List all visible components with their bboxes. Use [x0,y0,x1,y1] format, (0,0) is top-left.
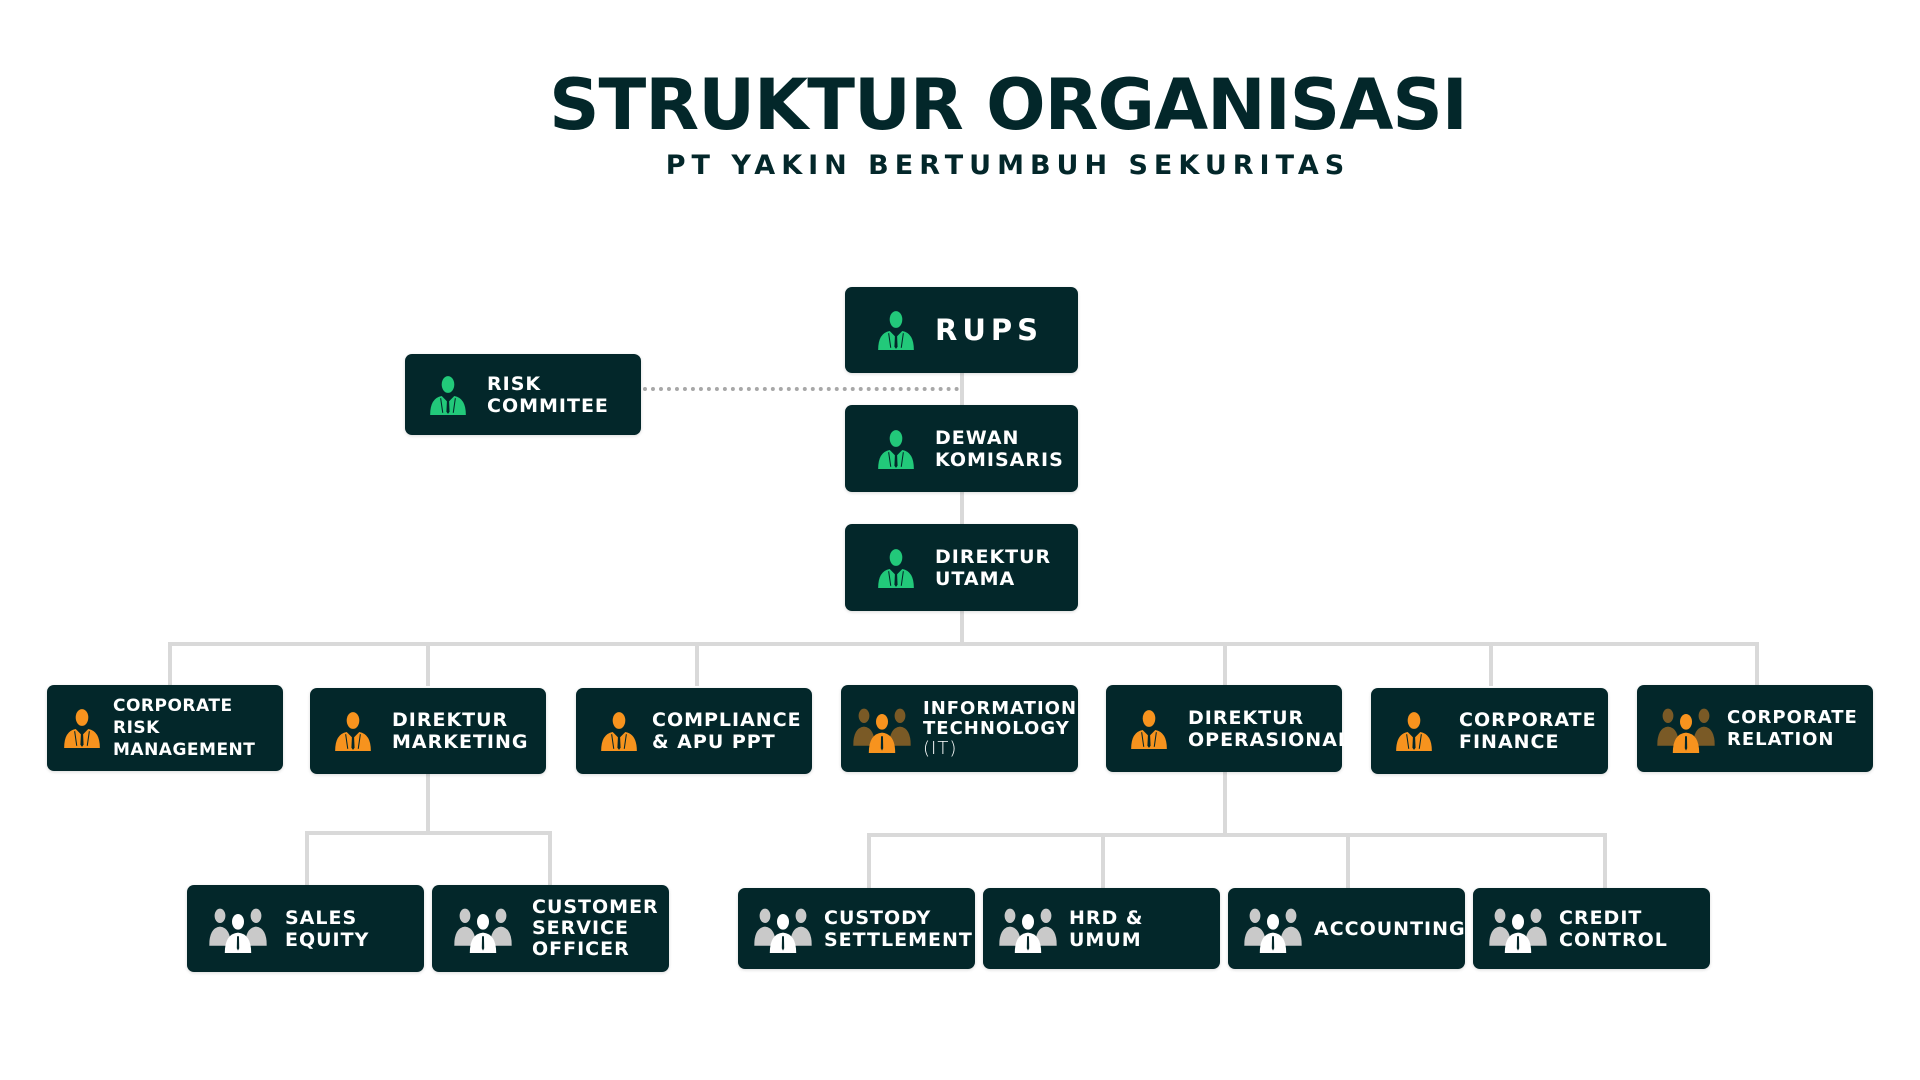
node-label: ACCOUNTING [1314,917,1466,940]
node-label: CUSTOMER [532,896,659,918]
connector-risk-committee [643,387,959,391]
connector-dirops [1223,642,1227,686]
group-gray-icon [454,905,512,953]
connector-sales [305,831,309,886]
node-label: CONTROL [1559,928,1668,951]
node-label: CORPORATE [1459,709,1597,731]
page-title: STRUKTUR ORGANISASI [549,64,1468,146]
node-label: COMPLIANCE [652,709,802,731]
page-subtitle: PT YAKIN BERTUMBUH SEKURITAS [665,150,1351,181]
node-compliance: COMPLIANCE& APU PPT [576,688,812,774]
node-label: INFORMATION [923,697,1078,719]
node-hrd-umum: HRD & UMUM [983,888,1220,969]
connector-custody [867,833,871,889]
node-label: SERVICE [532,917,629,939]
node-label: KOMISARIS [935,448,1064,471]
node-label: MANAGEMENT [113,740,256,760]
connector-credit [1603,833,1607,889]
node-label: & APU PPT [652,731,776,753]
person-green-icon [875,428,917,470]
node-label: UTAMA [935,567,1016,590]
group-gray-icon [1244,905,1302,953]
connector-marketing-horizontal [305,831,552,835]
person-orange-icon [1393,710,1435,752]
connector-level2-horizontal [168,642,1759,646]
node-label: HRD & UMUM [1069,906,1144,951]
group-orange-icon [1657,705,1715,753]
group-gray-icon [999,905,1057,953]
connector-marketing-down [426,772,430,833]
connector-accounting [1346,833,1350,889]
group-gray-icon [754,905,812,953]
node-label: CORPORATE [1727,706,1858,728]
connector-main-vertical [960,372,964,646]
node-label: DEWAN [935,426,1020,449]
connector-corprel [1755,642,1759,686]
connector-crm [168,642,172,686]
node-label: CUSTODY [824,906,932,929]
person-orange-icon [598,710,640,752]
node-label: CORPORATE RISK [113,696,233,738]
connector-dirmkt [426,642,430,686]
person-orange-icon [61,707,103,749]
person-orange-icon [1128,708,1170,750]
person-orange-icon [332,710,374,752]
node-label: OFFICER [532,938,630,960]
group-orange-icon [853,705,911,753]
node-label: DIREKTUR [1188,706,1305,729]
node-label: RUPS [935,313,1044,347]
node-label: COMMITEE [487,394,609,417]
node-label: FINANCE [1459,731,1560,753]
connector-hrd [1101,833,1105,889]
node-label: SETTLEMENT [824,928,973,951]
person-green-icon [875,309,917,351]
group-gray-icon [209,905,267,953]
node-label: EQUITY [285,928,370,951]
node-label: CREDIT [1559,906,1643,929]
node-label: DIREKTUR [935,545,1052,568]
connector-corpfin [1489,642,1493,686]
node-label: TECHNOLOGY [923,717,1070,739]
person-green-icon [875,547,917,589]
connector-cso [548,831,552,886]
node-label: MARKETING [392,731,529,753]
connector-ops-down [1223,772,1227,835]
node-label: SALES [285,906,358,929]
node-label: (IT) [923,737,958,759]
connector-compliance [695,642,699,686]
node-rups: RUPS [845,287,1078,373]
node-label: RISK [487,372,542,395]
node-label: OPERASIONAL [1188,728,1352,751]
node-label: DIREKTUR [392,709,509,731]
connector-ops-horizontal [867,833,1607,837]
node-accounting: ACCOUNTING [1228,888,1465,969]
group-gray-icon [1489,905,1547,953]
node-label: RELATION [1727,728,1835,750]
person-green-icon [427,374,469,416]
